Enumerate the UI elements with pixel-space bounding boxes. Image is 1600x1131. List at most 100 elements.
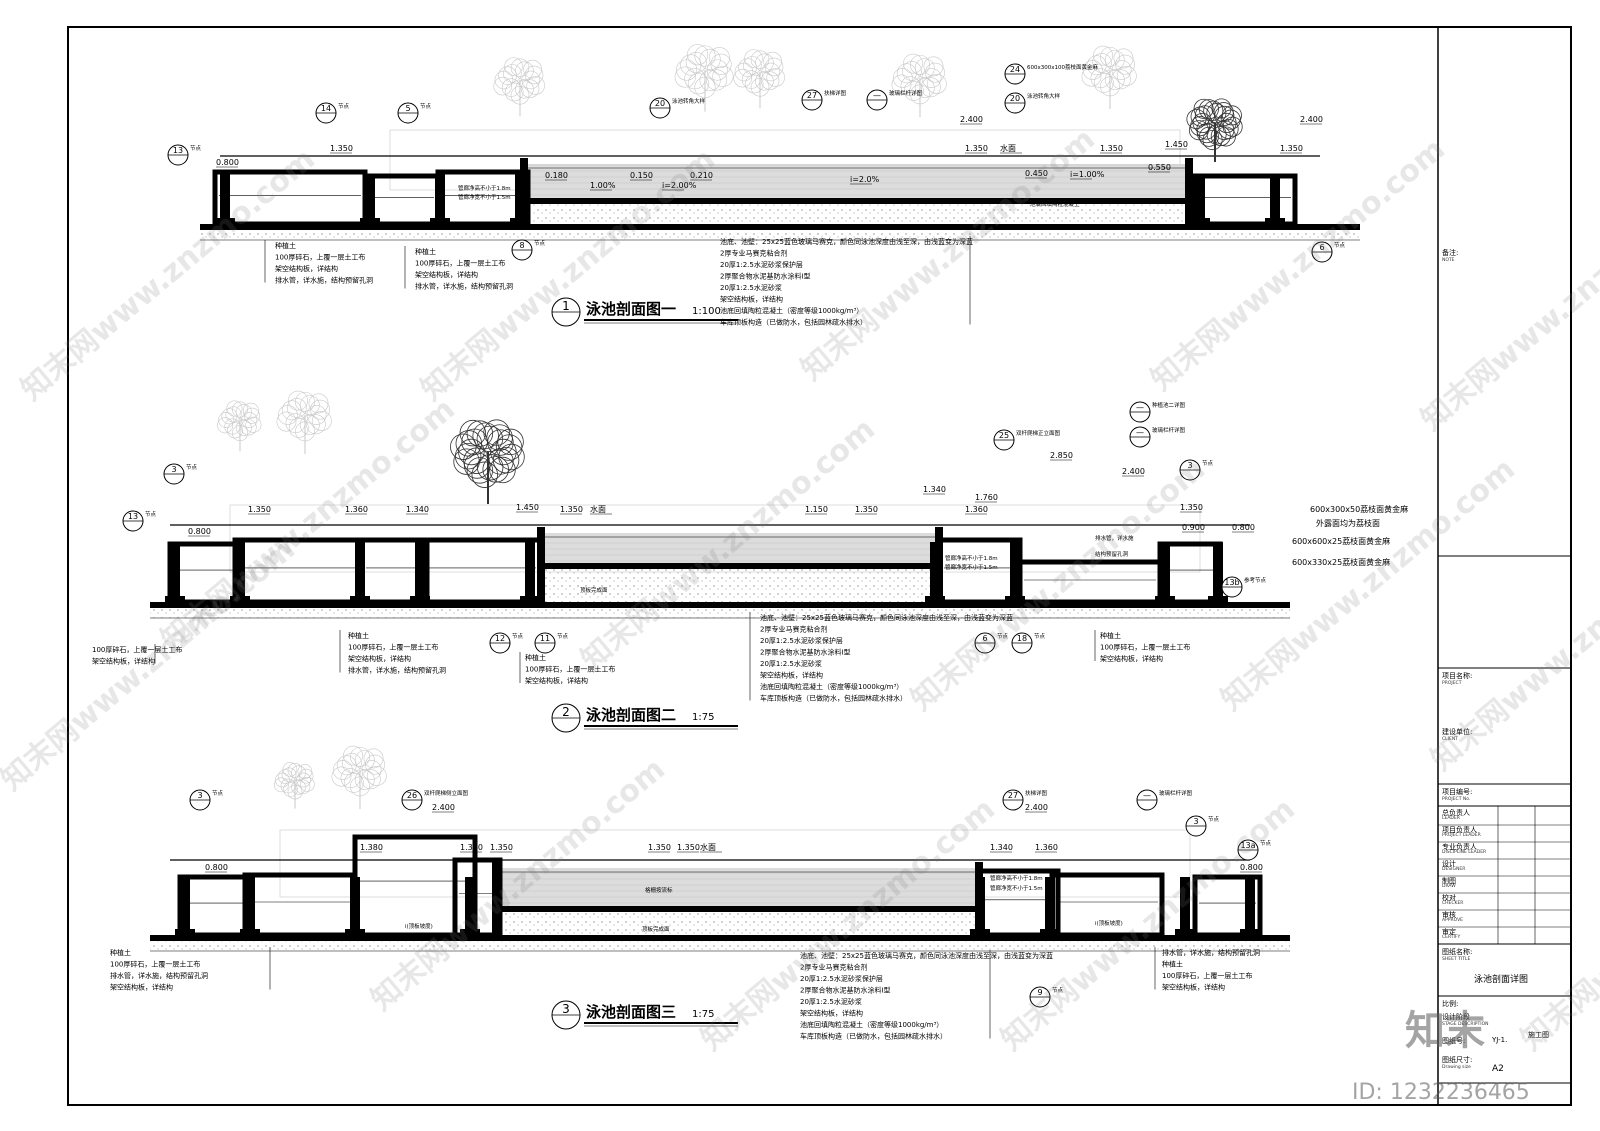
tree-leaf: [218, 412, 235, 428]
pool-water: [545, 533, 935, 563]
small-label: 管廊净高不小于1.8m: [945, 554, 998, 562]
support-pier: [245, 877, 255, 935]
tree-leaf: [274, 777, 289, 793]
tree-leaf: [1214, 120, 1235, 141]
tree-leaf: [708, 47, 730, 69]
dimension-label: 2.850: [1050, 451, 1073, 460]
pier-footing: [1175, 929, 1195, 935]
note-line: 池底、池壁：25x25蓝色玻璃马赛克，颜色同泳池深度由浅至深，由浅蓝变为深蓝: [800, 951, 1053, 960]
dimension-label: 1.380: [360, 843, 383, 852]
pier-footing: [1005, 596, 1025, 602]
note-line: 20厚1:2.5水泥砂浆保护层: [800, 974, 883, 983]
pier-footing: [175, 929, 195, 935]
dimension-label: 0.800: [1240, 863, 1263, 872]
note-line: 20厚1:2.5水泥砂浆保护层: [760, 636, 843, 645]
callout-label: 玻璃栏杆详图: [1159, 789, 1193, 797]
note-line: 种植土: [275, 241, 296, 250]
tree-leaf: [245, 416, 262, 433]
tree-leaf: [687, 44, 709, 66]
pier-footing: [1190, 218, 1210, 224]
pier-footing: [1208, 596, 1228, 602]
role-7-sublabel: CERTIFY: [1442, 935, 1461, 940]
tree-leaf: [524, 65, 544, 85]
tree-leaf: [241, 412, 258, 428]
small-label: 结构预留孔洞: [1095, 550, 1129, 558]
callout-number: 5: [405, 104, 410, 113]
tree-leaf: [226, 400, 243, 417]
dimension-label: 1.350: [1180, 503, 1203, 512]
tree-leaf: [766, 68, 785, 87]
tree-leaf: [1086, 55, 1107, 76]
small-label: i(顶板坡度): [1095, 919, 1123, 927]
tree-leaf: [1206, 103, 1227, 124]
pier-footing: [240, 929, 260, 935]
tree-leaf: [891, 74, 912, 95]
background-tree: [733, 49, 785, 109]
tree-leaf: [366, 766, 387, 786]
dimension-label: 1.350: [248, 505, 271, 514]
feature-tree: [1186, 98, 1243, 162]
sheet-title: 泳池剖面详图: [1474, 975, 1529, 985]
tree-leaf: [225, 406, 242, 423]
support-pier: [465, 877, 475, 935]
support-pier: [415, 542, 425, 602]
tree-leaf: [1203, 100, 1224, 121]
roof-slab-finish: [150, 941, 1290, 951]
dimension-label: 2.400: [1300, 115, 1323, 124]
note-line: 架空结构板，详结构: [1100, 654, 1163, 663]
callout-number: 3: [1193, 817, 1198, 826]
role-3-sublabel: DESIGNER: [1442, 867, 1466, 872]
support-pier: [1270, 174, 1280, 224]
small-label: 管廊净宽不小于1.5m: [990, 884, 1043, 892]
callout-number: 13: [173, 146, 183, 155]
tree-leaf: [297, 764, 313, 779]
dimension-label: 1.350: [560, 505, 583, 514]
callout-label: 节点: [1034, 632, 1046, 640]
callout-label: 节点: [420, 102, 432, 110]
tree-leaf: [676, 59, 698, 81]
support-pier: [1010, 542, 1020, 602]
tree-leaf: [914, 58, 935, 79]
callout-label: 节点: [145, 510, 157, 518]
tree-leaf: [1193, 98, 1214, 119]
dimension-label: 1.760: [975, 493, 998, 502]
material-label: 外露面均为荔枝面: [1316, 518, 1380, 528]
deck-box: [365, 173, 441, 227]
role-4-label: 制图: [1442, 877, 1456, 885]
drawing-size-sublabel: Drawing size: [1442, 1065, 1471, 1070]
dimension-label: 1.150: [805, 505, 828, 514]
pool-water: [528, 164, 1185, 198]
pool-fill: [528, 204, 1185, 224]
tree-leaf: [288, 390, 308, 411]
dimension-label: i=2.0%: [850, 175, 880, 184]
roof-slab: [150, 602, 1290, 608]
callout-label: 节点: [190, 144, 202, 152]
roof-slab: [150, 935, 1290, 941]
tree-leaf: [761, 62, 781, 82]
note-line: 2厚聚合物水泥基防水涂料I型: [760, 648, 851, 657]
callout-label: 双杆爬梯正立面图: [1016, 429, 1061, 437]
tree-leaf: [1093, 45, 1113, 66]
project-number-label: 项目编号:: [1442, 788, 1473, 796]
sheet-border: [67, 26, 1572, 1106]
pier-footing: [1240, 929, 1260, 935]
dimension-label: 1.350: [855, 505, 878, 514]
background-tree: [891, 53, 947, 117]
project-number-sublabel: PROJECT No.: [1442, 797, 1471, 802]
pool-floor: [492, 906, 983, 912]
note-line: 100厚碎石，上覆一层土工布: [415, 259, 505, 268]
tree-leaf: [744, 74, 764, 94]
note-line: 100厚碎石，上覆一层土工布: [92, 645, 182, 654]
pier-footing: [510, 218, 530, 224]
pier-footing: [410, 596, 430, 602]
